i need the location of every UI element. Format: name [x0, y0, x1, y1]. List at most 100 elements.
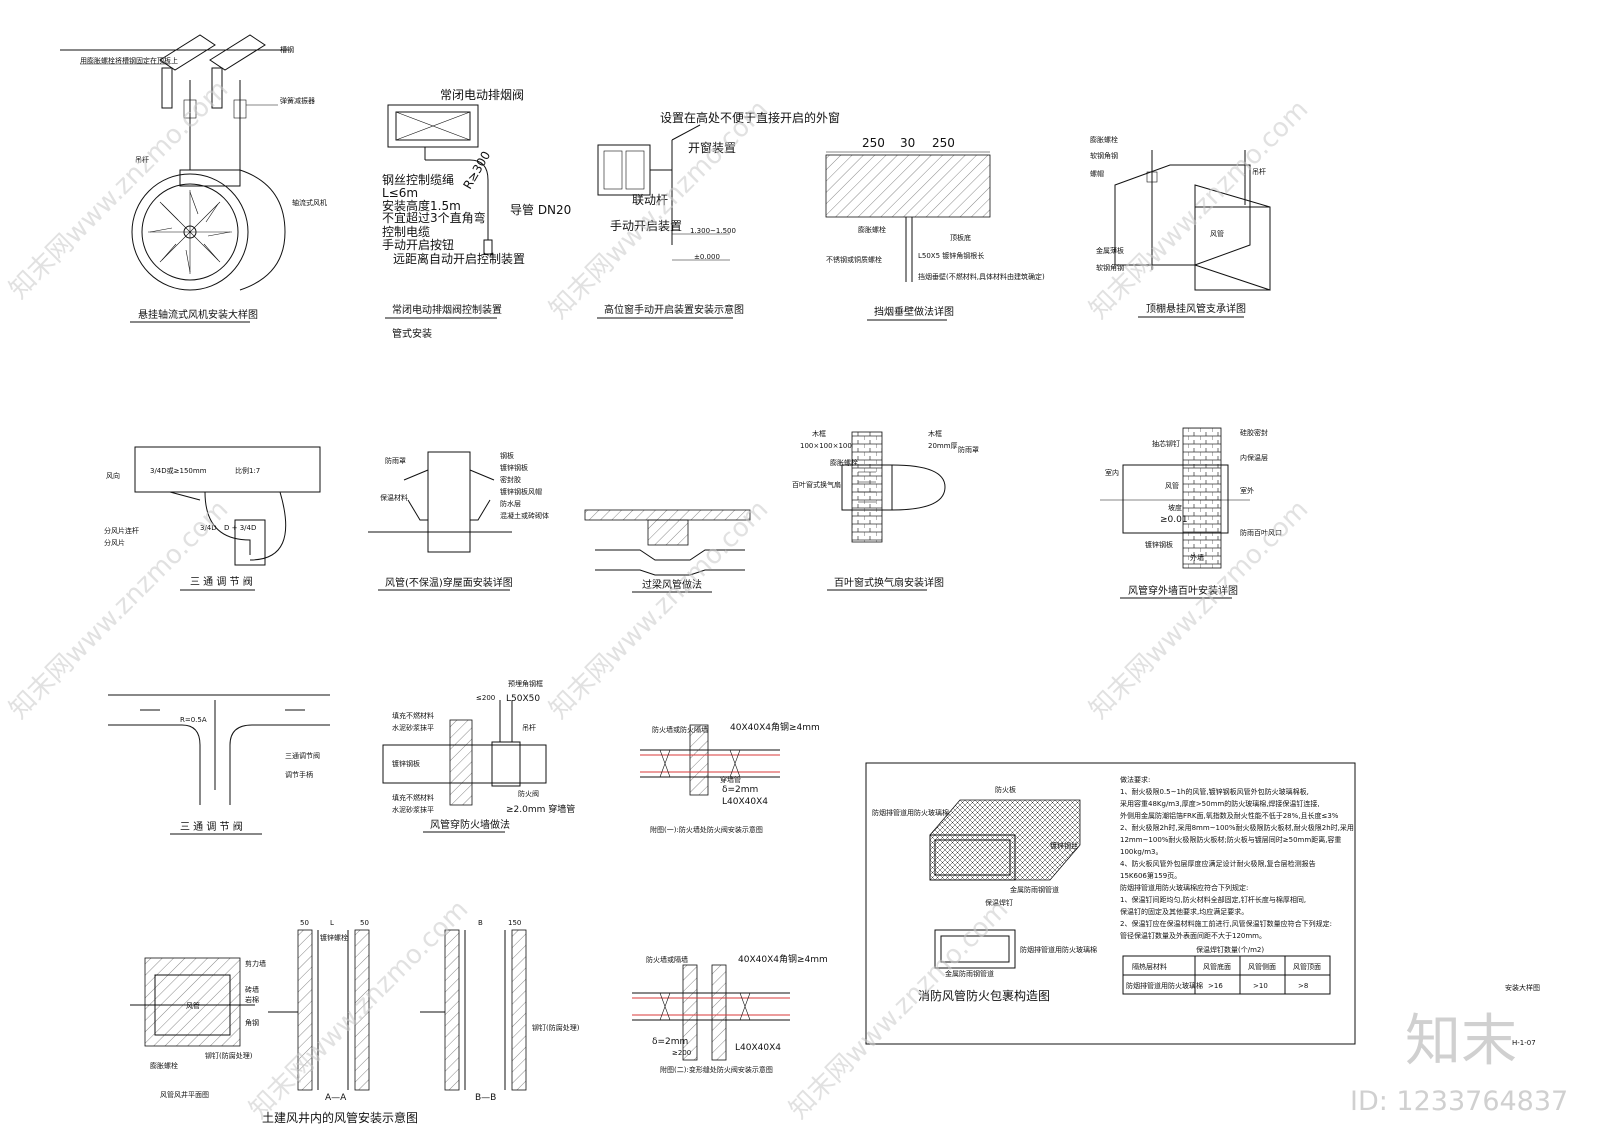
fig1-l1: 防火墙或防火隔墙: [652, 725, 708, 734]
wrap-l4: 金属防雨钢管道: [1010, 885, 1059, 894]
outer-wall-detail: 抽芯铆钉 硅胶密封 内保温层 室内 风管 室外 坡度 ≥0.01 防雨百叶风口 …: [1100, 427, 1282, 599]
wall-dim-2: 30: [900, 136, 915, 150]
title-block-code: H-1-07: [1512, 1039, 1536, 1047]
outer-l10: 镀锌钢板: [1145, 540, 1173, 549]
smoke-barrier-detail: 250 30 250 膨胀螺栓 顶板底 不锈钢或铜质螺栓 L50X5 镀锌角钢根…: [825, 136, 1045, 321]
roof-l1: 防雨罩: [385, 456, 406, 465]
louver-l7: 百叶窗式换气扇: [792, 480, 841, 489]
fw-caption: 风管穿防火墙做法: [430, 818, 510, 831]
fig2-l4: L40X40X4: [735, 1043, 781, 1053]
fw-l8: 防火阀: [518, 789, 539, 798]
smoke-note-6: 手动开启按钮: [382, 237, 454, 252]
fw-l4: 填充不燃材料: [392, 711, 434, 720]
shaft-aa: A—A: [325, 1093, 347, 1103]
tee1-l7: D + 3/4D: [224, 524, 256, 532]
fw-l9: ≥2.0mm 穿墙管: [506, 803, 575, 815]
ceiling-l3: 螺帽: [1090, 169, 1104, 178]
title-block-name: 安装大样图: [1505, 983, 1540, 992]
smoke-note-5: 控制电缆: [382, 225, 430, 239]
tee2-l3: 调节手柄: [285, 770, 313, 779]
fig2-l2: 40X40X4角钢≥4mm: [738, 953, 828, 965]
roof-penetration-detail: 防雨罩 钢板 镀锌钢板 密封胶 镀锌钢板风帽 防水层 混凝土或砖砌体 保温材料 …: [368, 451, 549, 591]
watermark-8: 知末网www.znzmo.com: [784, 894, 1015, 1125]
tee1-l1: 风向: [106, 471, 120, 480]
fw-l7: 镀锌钢板: [392, 759, 420, 768]
shaft-l5: 风管: [186, 1001, 200, 1010]
shaft-sections: 50 L 50 镀锌螺栓 A—A B 150 铆钉(防腐处理) B—B 土建风井…: [262, 919, 580, 1125]
fire-wrap-panel: 防火板 防烟排管道用防火玻璃棉 镀锌钢丝 金属防雨钢管道 保温焊钉 防烟排管道用…: [865, 762, 1356, 1045]
wrap-note-11: 保温钉的固定及其他要求,均应满足要求。: [1120, 907, 1248, 916]
louver-l1: 木框: [812, 429, 826, 438]
shaft-l3: 岩棉: [245, 995, 259, 1004]
wrap-l1: 防火板: [995, 785, 1016, 794]
nail-table: 隔热层材料 风管底面 风管侧面 风管顶面 防烟排管道用防火玻璃棉 >16 >10…: [1122, 955, 1331, 995]
fig1-l4: 穿墙管: [720, 775, 741, 784]
window-l1: 开窗装置: [688, 141, 736, 155]
window-caption: 高位窗手动开启装置安装示意图: [604, 303, 744, 316]
louver-l6: 膨胀螺栓: [830, 458, 858, 467]
roof-l6: 防水层: [500, 499, 521, 508]
watermark-1: 知末网www.znzmo.com: [4, 74, 235, 305]
ceiling-l6: 金属薄板: [1096, 246, 1124, 255]
firewall-detail: 预埋角钢框 L50X50 ≤200 填充不燃材料 水泥砂浆抹平 吊杆 镀锌钢板 …: [382, 679, 575, 833]
fw-l1: 预埋角钢框: [508, 679, 543, 688]
wrap-caption: 消防风管防火包裹构造图: [918, 988, 1050, 1003]
louver-fan-detail: 木框 100×100×100 木框 20mm厚 防雨罩 膨胀螺栓 百叶窗式换气扇…: [792, 429, 979, 591]
tee1-caption: 三 通 调 节 阀: [190, 575, 253, 588]
wrap-l2: 防烟排管道用防火玻璃棉: [872, 808, 949, 817]
fw-l5: 水泥砂浆抹平: [392, 723, 434, 732]
wrap-note-5: 12mm~100%耐火极限防火板材;防火板与镀层同时≥50mm距离,容重: [1120, 835, 1341, 844]
fig2-caption: 附图(二):变形缝处防火阀安装示意图: [660, 1065, 773, 1074]
wrap-table-title: 保温焊钉数量(个/m2): [1196, 945, 1264, 954]
ceiling-l7: 软钢角钢: [1096, 263, 1124, 272]
wrap-l6: 防烟排管道用防火玻璃棉: [1020, 945, 1097, 954]
shaft-plan: 剪力墙 砖墙 岩棉 角钢 风管 膨胀螺栓 铆钉(防腐处理) 风管风井平面图: [130, 957, 266, 1099]
wrap-note-4: 2、耐火极限2h时,采用8mm~100%耐火极限防火板材,耐火极限2h时,采用: [1120, 823, 1354, 832]
fan-label-channel: 槽钢: [280, 45, 294, 54]
louver-l3: 木框: [928, 429, 942, 438]
wrap-note-9: 防烟排管道用防火玻璃棉应符合下列规定:: [1120, 883, 1248, 892]
ceiling-l5: 风管: [1210, 229, 1224, 238]
shaft-l8: 镀锌螺栓: [320, 933, 348, 942]
table-head-1: 隔热层材料: [1132, 962, 1167, 971]
window-l3: 手动开启装置: [610, 219, 682, 233]
tee2-caption: 三 通 调 节 阀: [180, 820, 243, 833]
fan-label-damper: 弹簧减振器: [280, 96, 315, 105]
outer-l9: 防雨百叶风口: [1240, 528, 1282, 537]
shaft-dim-4: B: [478, 919, 483, 927]
wall-dim-1: 250: [862, 136, 885, 150]
outer-l7: 坡度: [1168, 503, 1182, 512]
fan-detail: 用膨胀螺栓将槽钢固定在顶板上 槽钢 弹簧减振器 吊杆 轴流式风机 悬挂轴流式风机…: [60, 34, 327, 323]
fan-caption: 悬挂轴流式风机安装大样图: [138, 308, 258, 321]
wall-l5: 挡烟垂壁(不燃材料,具体材料由建筑确定): [918, 272, 1045, 281]
wrap-notes-title: 做法要求:: [1120, 775, 1150, 784]
wrap-note-12: 2、保温钉应在保温材料施工前进行,风管保温钉数量应符合下列规定:: [1120, 919, 1332, 928]
tee1-l4: 分风片连杆: [104, 526, 139, 535]
outer-l5: 风管: [1165, 481, 1179, 490]
shaft-l2: 砖墙: [245, 985, 259, 994]
fw-l2: L50X50: [506, 694, 540, 704]
table-head-4: 风管顶面: [1293, 962, 1321, 971]
roof-l3: 镀锌钢板: [500, 463, 528, 472]
table-cell-1: 防烟排管道用防火玻璃棉: [1126, 981, 1203, 990]
fig2-l1: 防火墙或隔墙: [646, 955, 688, 964]
shaft-dim-3: 50: [360, 919, 369, 927]
ceiling-caption: 顶棚悬挂风管支承详图: [1146, 302, 1246, 315]
louver-l5: 防雨罩: [958, 445, 979, 454]
shaft-l7: 铆钉(防腐处理): [205, 1051, 253, 1060]
roof-l7: 混凝土或砖砌体: [500, 511, 549, 520]
brand-id: ID: 1233764837: [1350, 1086, 1568, 1117]
wrap-note-13: 管径保温钉数量及外表面间距不大于120mm。: [1120, 931, 1266, 940]
table-cell-2: >16: [1208, 982, 1223, 990]
tee1-l3: 比例1:7: [235, 466, 260, 475]
wall-l3: 不锈钢或铜质螺栓: [826, 255, 882, 264]
wall-l4: L50X5 镀锌角钢根长: [918, 251, 984, 260]
outer-l1: 抽芯铆钉: [1152, 439, 1180, 448]
shaft-bb: B—B: [475, 1093, 496, 1103]
tee1-l2: 3/4D或≥150mm: [150, 466, 207, 475]
shaft-dim-5: 150: [508, 919, 521, 927]
outer-l3: 内保温层: [1240, 453, 1268, 462]
wrap-l5: 保温焊钉: [985, 898, 1013, 907]
smoke-note-4: 不宜超过3个直角弯: [382, 210, 486, 225]
shaft-caption2: 土建风井内的风管安装示意图: [262, 1110, 418, 1125]
